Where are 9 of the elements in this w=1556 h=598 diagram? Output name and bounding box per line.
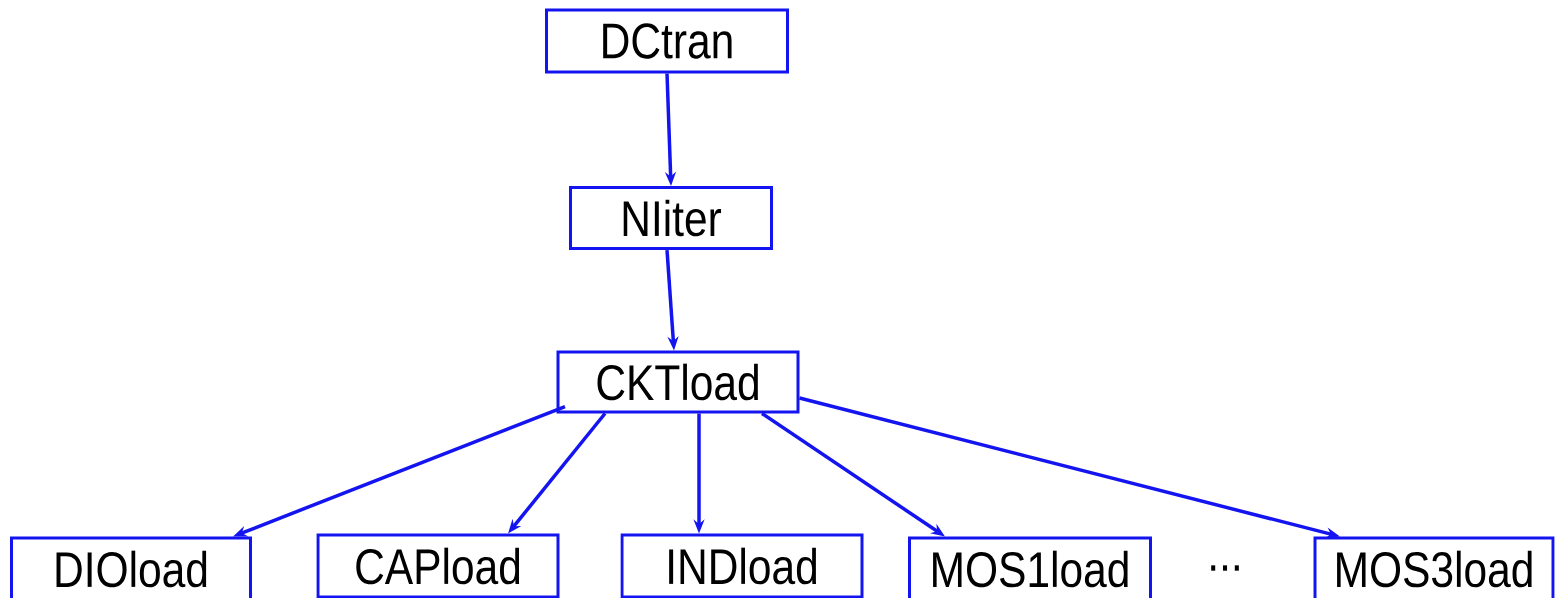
ellipsis-label: ... bbox=[1211, 565, 1239, 571]
process-box: CAPload bbox=[316, 533, 560, 598]
process-box: MOS1load bbox=[908, 536, 1152, 598]
process-box: DIOload bbox=[10, 536, 252, 598]
process-box: INDload bbox=[620, 533, 864, 598]
process-box: DCtran bbox=[545, 8, 789, 74]
process-box: NIiter bbox=[569, 186, 773, 250]
process-box: CKTload bbox=[556, 350, 800, 414]
process-box: MOS3load bbox=[1313, 536, 1555, 598]
